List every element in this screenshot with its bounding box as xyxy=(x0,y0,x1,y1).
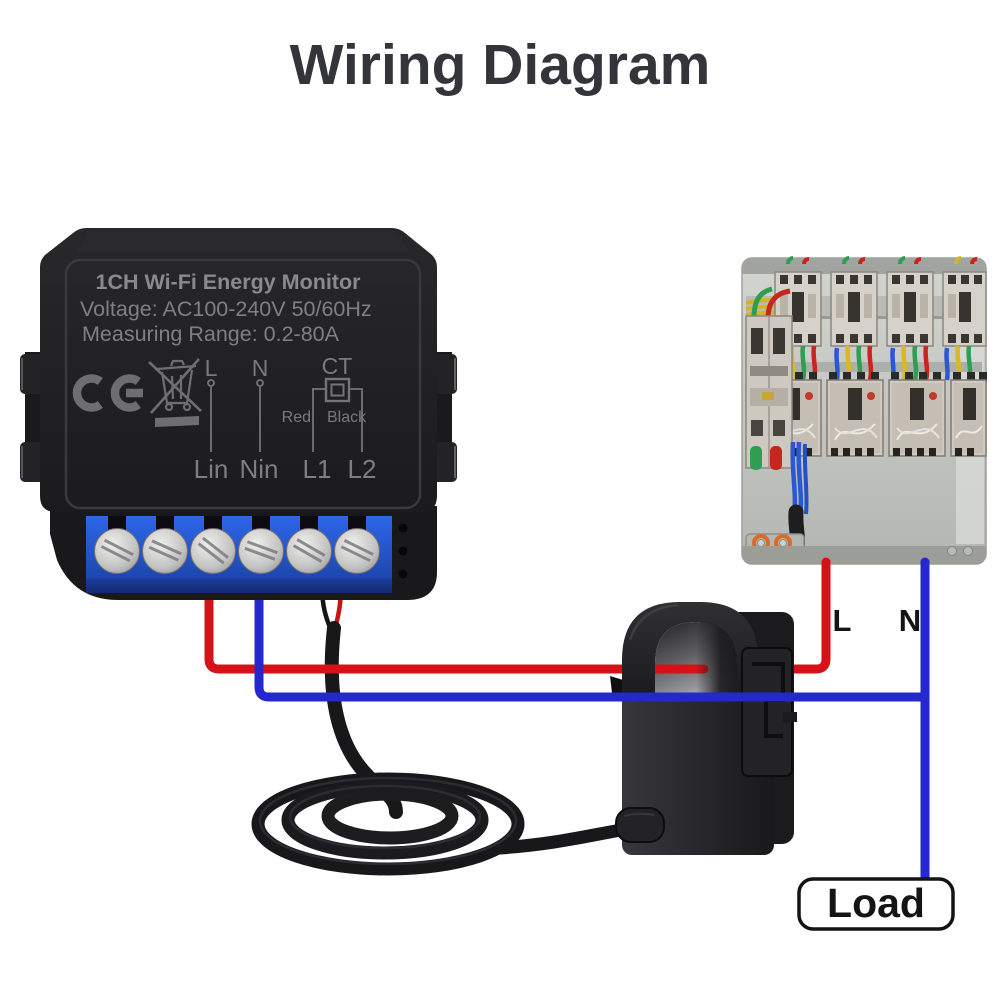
schematic-red-label: Red xyxy=(282,409,311,426)
distribution-panel-photo xyxy=(741,256,987,565)
load-label: Load xyxy=(827,880,925,926)
device-body xyxy=(40,228,437,512)
device-face-outline xyxy=(64,258,422,510)
schematic-l-label: L xyxy=(205,355,218,381)
neutral-wire-label: N xyxy=(899,603,921,638)
schematic-black-label: Black xyxy=(327,409,367,426)
schematic-n-label: N xyxy=(252,355,269,381)
device-name: 1CH Wi-Fi Energy Monitor xyxy=(96,270,362,294)
ce-mark-icon xyxy=(72,374,143,412)
energy-monitor-device: 1CH Wi-Fi Energy Monitor Voltage: AC100-… xyxy=(20,228,457,600)
mounting-clip-left xyxy=(20,352,43,482)
terminal-l2-label: L2 xyxy=(348,454,377,484)
ct-latch xyxy=(741,647,797,777)
device-range: Measuring Range: 0.2-80A xyxy=(82,322,340,346)
ct-square-symbol xyxy=(324,377,351,403)
page-title: Wiring Diagram xyxy=(289,33,711,97)
weee-bin-icon xyxy=(148,358,202,427)
ct-cable xyxy=(251,585,639,876)
ct-clamp xyxy=(204,583,797,855)
live-wire-right xyxy=(790,557,831,674)
ct-clamp-head xyxy=(622,602,758,695)
mounting-clip-right xyxy=(434,352,457,482)
terminal-block xyxy=(86,516,408,593)
load-box: Load xyxy=(797,877,955,931)
device-voltage: Voltage: AC100-240V 50/60Hz xyxy=(80,297,372,321)
panel-main-switch xyxy=(745,286,793,470)
live-wire-left xyxy=(204,583,709,674)
indicator-holes xyxy=(398,523,408,579)
device-schematic: L N CT Red Black Lin Nin L1 L2 xyxy=(194,353,377,484)
neutral-wire-horizontal xyxy=(254,583,930,702)
schematic-ct-label: CT xyxy=(322,353,353,379)
ct-cable-connector xyxy=(615,807,665,843)
live-wire-label: L xyxy=(833,603,852,638)
terminal-lin-label: Lin xyxy=(194,454,229,484)
terminal-screws xyxy=(94,528,380,574)
terminal-nin-label: Nin xyxy=(239,454,278,484)
terminal-l1-label: L1 xyxy=(303,454,332,484)
